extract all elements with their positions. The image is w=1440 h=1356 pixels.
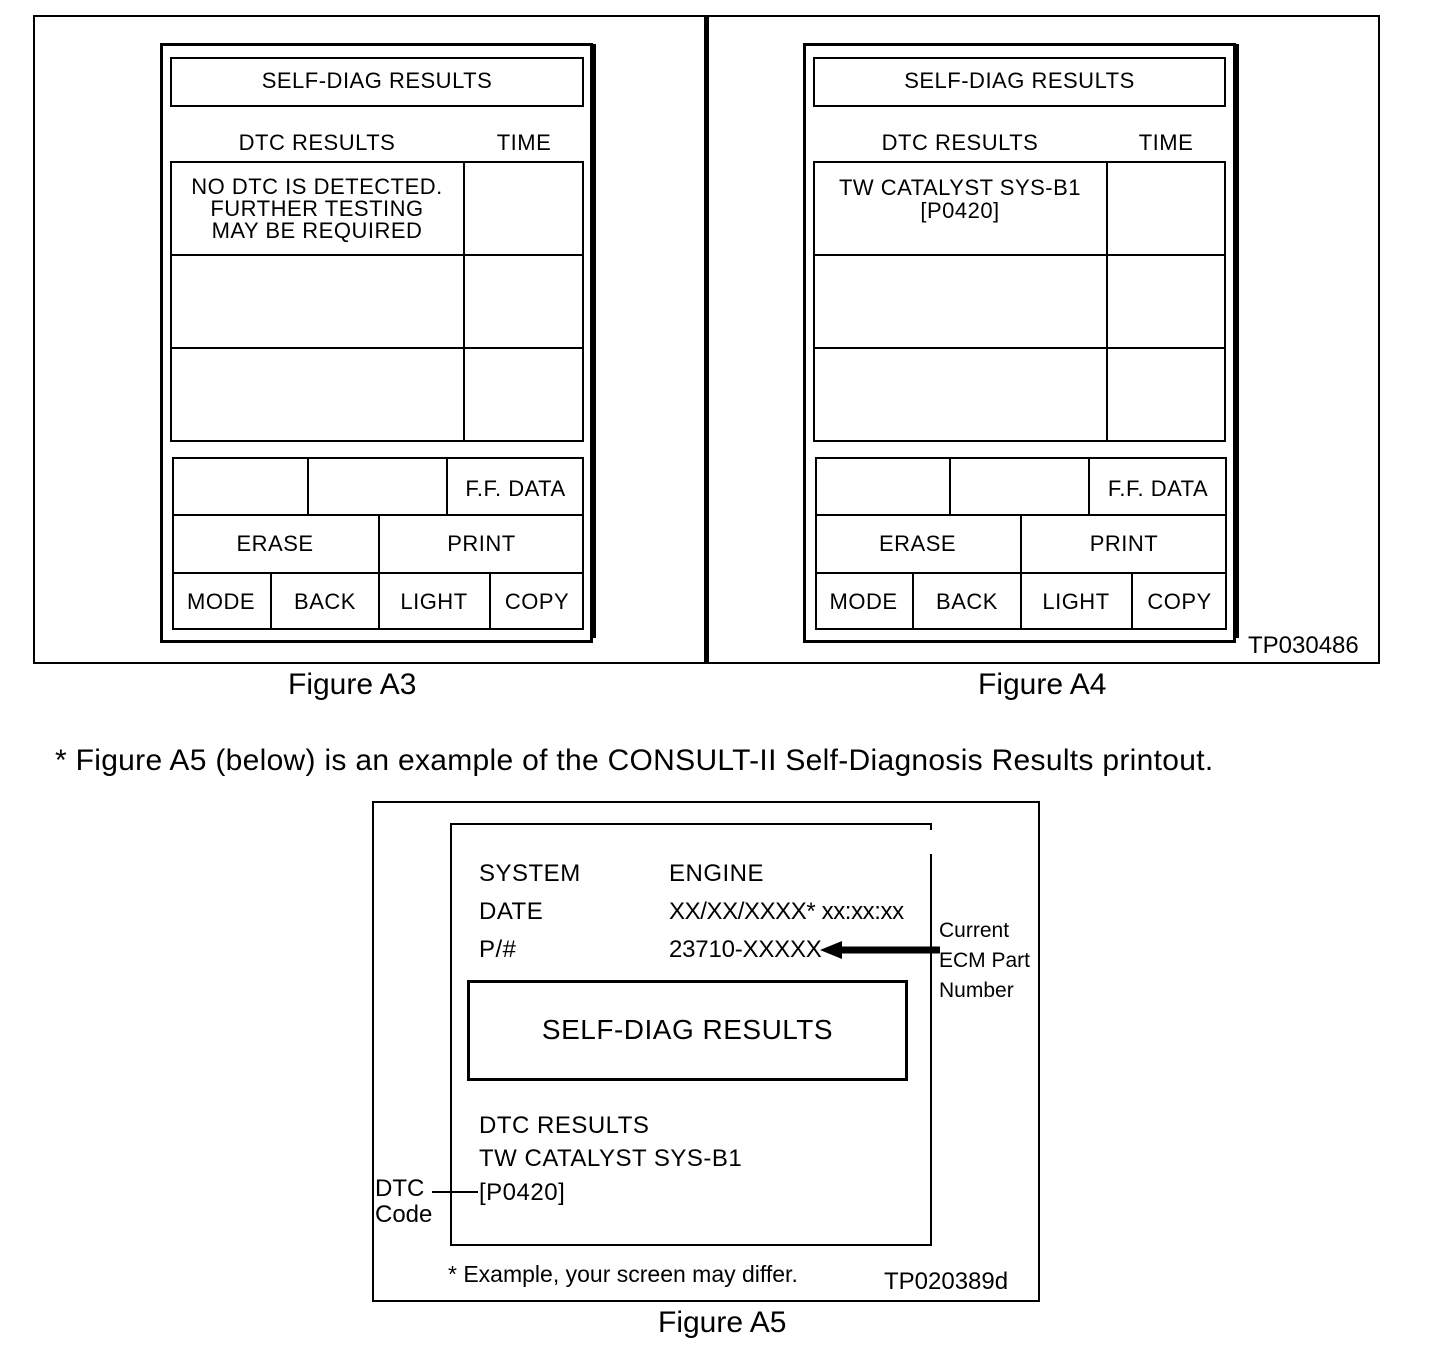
figure-a4-ref-code: TP030486 — [1248, 632, 1359, 659]
figure-a4-mode-button[interactable]: MODE — [829, 588, 898, 614]
figure-a3-button-divider — [378, 572, 380, 630]
figure-a3-copy-button[interactable]: COPY — [504, 588, 570, 614]
figure-a5-callout-dtc: DTC Code — [375, 1175, 433, 1228]
figure-a3-table-row-line — [170, 254, 584, 256]
figure-a3-ff-data-button[interactable]: F.F. DATA — [465, 476, 566, 501]
figure-a4-button-divider — [912, 572, 914, 630]
figure-a4-copy-button[interactable]: COPY — [1147, 588, 1212, 614]
figure-a4-row1-dtc: TW CATALYST SYS-B1 [P0420] — [838, 175, 1082, 223]
figure-a3-results-table — [170, 161, 584, 442]
figure-a4-col-time: TIME — [1138, 130, 1194, 155]
figure-a4-caption: Figure A4 — [978, 668, 1107, 701]
figure-a5-callout-part: Current ECM Part Number — [939, 919, 1031, 1002]
figure-a4-button-divider — [1088, 457, 1090, 515]
figure-a5-dtc-code: [P0420] — [479, 1179, 566, 1206]
figure-a5-dtc-results: DTC RESULTS — [479, 1112, 650, 1139]
figure-a4-ff-data-button[interactable]: F.F. DATA — [1107, 476, 1209, 501]
figure-a3-erase-button[interactable]: ERASE — [236, 530, 314, 556]
figure-a5-header-box — [467, 980, 908, 1081]
figure-a3-table-row-line — [170, 347, 584, 349]
figure-a3-blank-button-1[interactable] — [172, 457, 308, 515]
figure-a4-header-box — [813, 57, 1226, 107]
figure-a4-results-table — [813, 161, 1226, 442]
figure-a5-printout — [450, 823, 932, 1246]
figure-a5-date-value: XX/XX/XXXX* xx:xx:xx — [669, 898, 904, 925]
figure-a5-border-gap — [929, 830, 935, 854]
figure-a4-blank-button-1[interactable] — [815, 457, 950, 515]
figure-a4-button-divider — [1020, 572, 1022, 630]
figure-a4-back-button[interactable]: BACK — [936, 588, 998, 614]
figure-a4-button-divider — [1131, 572, 1133, 630]
figure-a5-header: SELF-DIAG RESULTS — [541, 1014, 834, 1045]
figure-a3-mode-button[interactable]: MODE — [187, 588, 255, 614]
figure-a3-back-button[interactable]: BACK — [294, 588, 356, 614]
figure-a3-header-box — [170, 57, 584, 107]
figure-a4-button-divider — [949, 457, 951, 515]
figure-a4-erase-button[interactable]: ERASE — [878, 530, 957, 556]
figure-a3-button-divider — [446, 457, 448, 515]
figure-a3-screen — [160, 43, 596, 643]
part-number-arrow-icon — [820, 941, 940, 959]
figure-a3-print-button[interactable]: PRINT — [447, 530, 516, 556]
figure-a3-caption: Figure A3 — [288, 668, 417, 701]
figure-a4-screen — [803, 43, 1239, 643]
figure-a5-dtc-name: TW CATALYST SYS-B1 — [479, 1145, 743, 1172]
figure-a5-footnote: * Example, your screen may differ. — [448, 1261, 798, 1287]
figure-a5-pn-value: 23710-XXXXX — [669, 936, 822, 963]
figure-a5-system-label: SYSTEM — [479, 860, 581, 887]
figure-a3-button-divider — [270, 572, 272, 630]
figure-a5-pn-label: P/# — [479, 936, 517, 963]
figure-a4-blank-button-2[interactable] — [950, 457, 1089, 515]
figure-a5-ref-code: TP020389d — [884, 1268, 1009, 1295]
figure-a4-table-row-line — [813, 347, 1226, 349]
figure-a3-button-divider — [489, 572, 491, 630]
figure-a3-col-time: TIME — [496, 130, 552, 155]
figure-a3-header: SELF-DIAG RESULTS — [261, 68, 493, 93]
figure-a3-light-button[interactable]: LIGHT — [400, 588, 468, 614]
figure-a3-col-dtc: DTC RESULTS — [238, 130, 396, 155]
figure-a3-row1-dtc: NO DTC IS DETECTED. FURTHER TESTING MAY … — [191, 174, 443, 243]
figure-a4-table-row-line — [813, 254, 1226, 256]
figure-divider — [704, 15, 709, 664]
figure-a4-button-divider — [1020, 514, 1022, 573]
figure-a4-light-button[interactable]: LIGHT — [1042, 588, 1110, 614]
figure-a4-table-divider — [1106, 161, 1108, 442]
figure-a4-print-button[interactable]: PRINT — [1089, 530, 1159, 556]
figure-a5-caption: Figure A5 — [658, 1306, 787, 1339]
figure-a4-col-dtc: DTC RESULTS — [881, 130, 1039, 155]
figure-a4-header: SELF-DIAG RESULTS — [904, 68, 1135, 93]
figure-a5-frame — [372, 801, 1040, 1302]
figure-a3-button-divider — [307, 457, 309, 515]
figure-a5-system-value: ENGINE — [669, 860, 765, 887]
figure-a3-table-divider — [463, 161, 465, 442]
figure-a3-blank-button-2[interactable] — [308, 457, 447, 515]
dtc-code-leader-line — [428, 1191, 478, 1193]
note-text: * Figure A5 (below) is an example of the… — [55, 744, 1214, 777]
figure-a3-button-divider — [378, 514, 380, 573]
figure-a5-date-label: DATE — [479, 898, 544, 925]
